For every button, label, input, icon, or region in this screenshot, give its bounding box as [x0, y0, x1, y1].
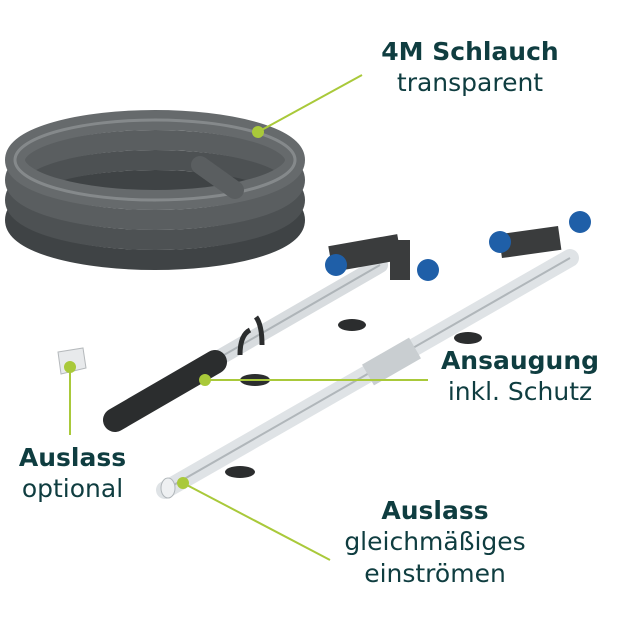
hose-label-title: 4M Schlauch — [381, 37, 559, 66]
callout-dot-intake — [199, 374, 211, 386]
optional-outlet-label-subtitle: optional — [21, 474, 124, 504]
callout-lines — [64, 74, 428, 561]
outlet-label-title: Auslass — [381, 496, 489, 525]
callout-dot-outlet — [177, 477, 189, 489]
outlet-label-line1: gleichmäßiges — [344, 527, 526, 557]
callout-dot-hose — [252, 126, 264, 138]
intake-pipe — [103, 234, 439, 432]
optional-outlet-label: Auslass optional — [0, 442, 145, 505]
intake-label: Ansaugung inkl. Schutz — [425, 345, 615, 408]
optional-outlet-label-title: Auslass — [18, 443, 127, 472]
outlet-label: Auslass gleichmäßiges einströmen — [325, 495, 545, 589]
hose-coil — [5, 110, 305, 270]
intake-label-subtitle: inkl. Schutz — [447, 377, 593, 407]
intake-label-title: Ansaugung — [440, 346, 600, 375]
callout-dot-optional — [64, 361, 76, 373]
outlet-label-line2: einströmen — [364, 558, 506, 588]
hose-label-subtitle: transparent — [396, 68, 544, 98]
hose-label: 4M Schlauch transparent — [360, 36, 580, 99]
outlet-pipe — [156, 211, 591, 499]
